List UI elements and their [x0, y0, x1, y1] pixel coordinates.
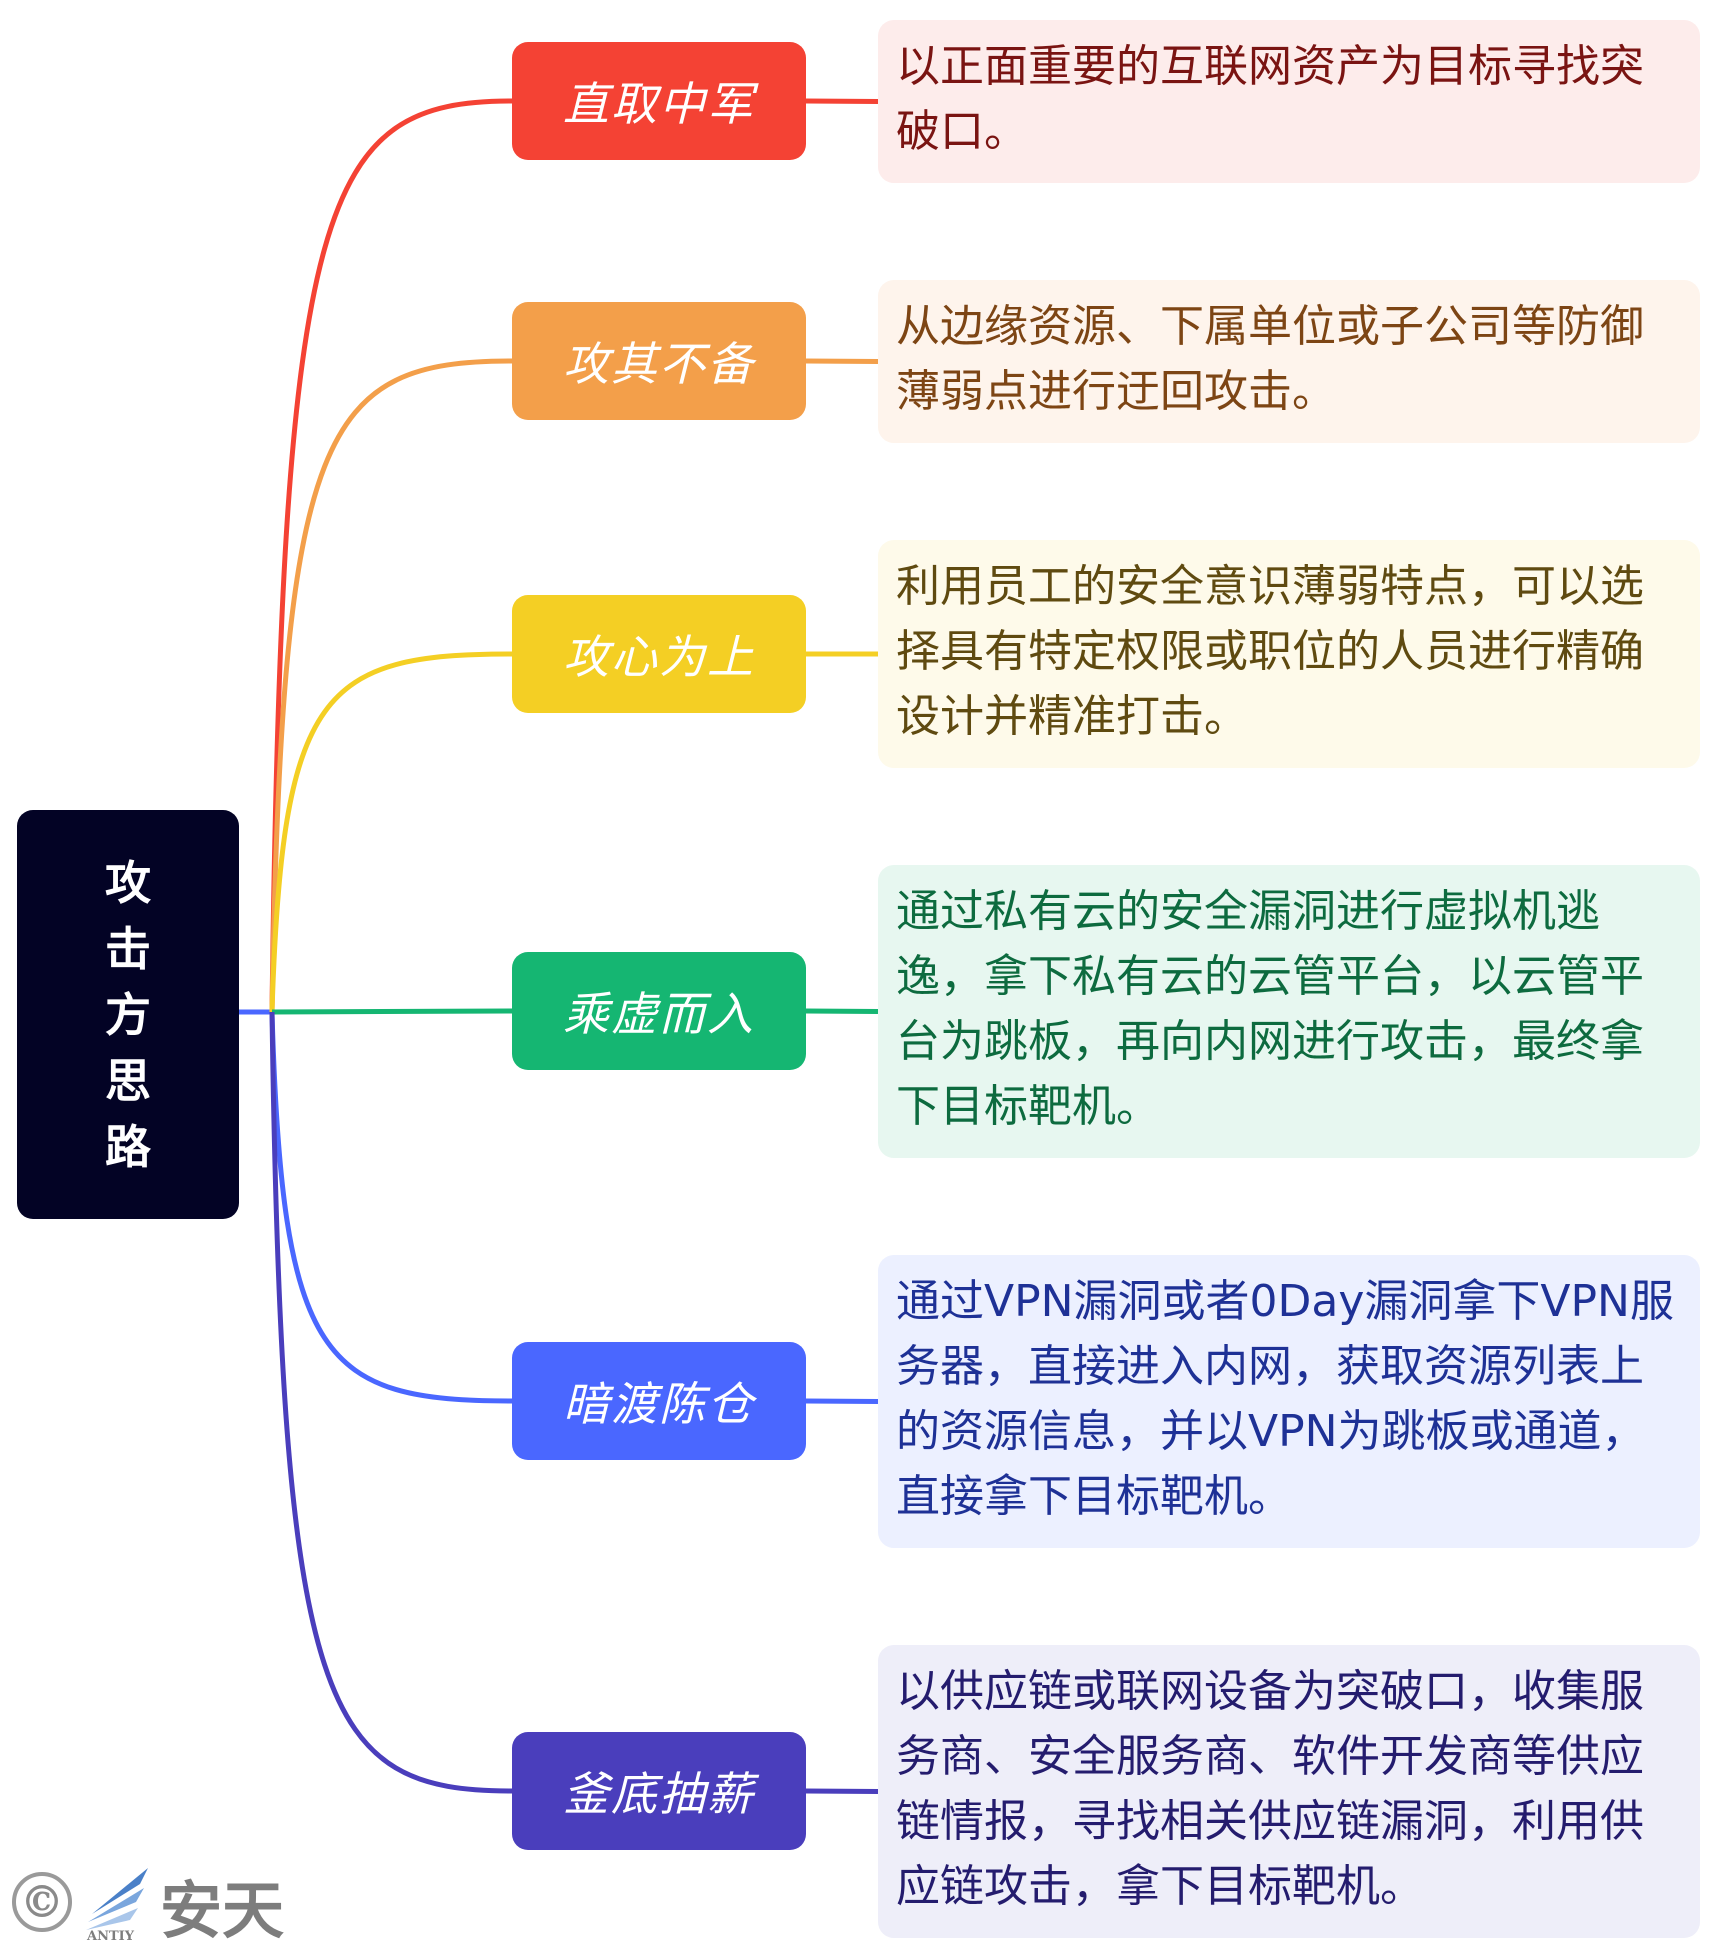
branch-node-gongxinweishang: 攻心为上: [512, 595, 806, 713]
antiy-logo: 安天 ANTIY: [86, 1868, 284, 1942]
connector-branch-to-detail: [805, 358, 879, 364]
root-char: 击: [105, 921, 151, 976]
branch-node-andu-chencang: 暗渡陈仓: [512, 1342, 806, 1460]
connector-root-to-branch: [269, 651, 513, 1013]
root-char: 思: [105, 1053, 151, 1108]
detail-box-gongqibubei: 从边缘资源、下属单位或子公司等防御薄弱点进行迂回攻击。: [878, 280, 1700, 443]
connector-root-to-branch: [271, 1008, 513, 1015]
connector-root-to-branch: [269, 1011, 513, 1794]
detail-box-chengxuerru: 通过私有云的安全漏洞进行虚拟机逃逸，拿下私有云的云管平台，以云管平台为跳板，再向…: [878, 865, 1700, 1158]
branch-node-chengxuerru: 乘虚而入: [512, 952, 806, 1070]
root-char: 方: [105, 987, 151, 1042]
detail-box-gongxinweishang: 利用员工的安全意识薄弱特点，可以选择具有特定权限或职位的人员进行精确设计并精准打…: [878, 540, 1700, 768]
connector-branch-to-detail: [805, 1008, 879, 1014]
branch-node-fudichouxin: 釜底抽薪: [512, 1732, 806, 1850]
connector-root-to-branch: [269, 1011, 513, 1404]
connector-branch-to-detail: [805, 1788, 879, 1794]
root-char: 攻: [105, 855, 151, 910]
logo-wordmark: 安天: [160, 1874, 284, 1942]
detail-box-andu-chencang: 通过VPN漏洞或者0Day漏洞拿下VPN服务器，直接进入内网，获取资源列表上的资…: [878, 1255, 1700, 1548]
logo-subtext: ANTIY: [86, 1929, 135, 1942]
detail-box-fudichouxin: 以供应链或联网设备为突破口，收集服务商、安全服务商、软件开发商等供应链情报，寻找…: [878, 1645, 1700, 1938]
copyright-icon: ©: [12, 1872, 72, 1932]
connector-root-to-branch: [269, 358, 513, 1013]
detail-box-zhiquzhongjun: 以正面重要的互联网资产为目标寻找突破口。: [878, 20, 1700, 183]
branch-node-zhiquzhongjun: 直取中军: [512, 42, 806, 160]
connector-root-to-branch: [269, 98, 513, 1013]
root-node-attack-approach: 攻 击 方 思 路: [17, 810, 239, 1219]
branch-node-gongqibubei: 攻其不备: [512, 302, 806, 420]
connector-branch-to-detail: [805, 1398, 879, 1404]
root-char: 路: [105, 1119, 151, 1174]
connector-branch-to-detail: [805, 98, 879, 104]
